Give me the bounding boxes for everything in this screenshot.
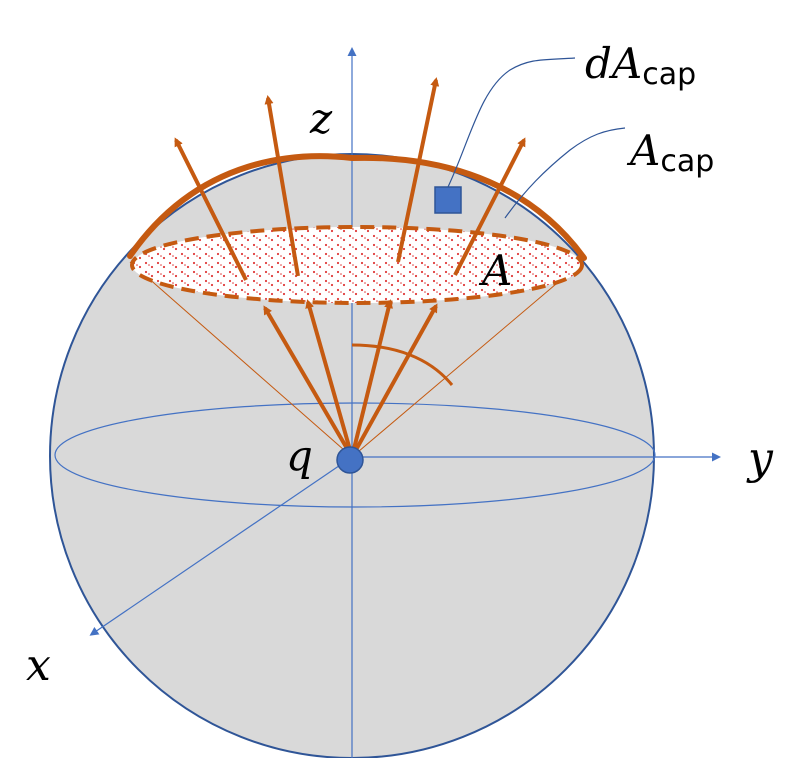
cone-line-right (351, 261, 583, 458)
leader-A-cap (504, 127, 626, 219)
cone-line-left (129, 261, 353, 458)
x-axis-label: x (26, 640, 51, 691)
charge-q-dot (336, 446, 364, 474)
z-axis-label: z (309, 94, 333, 143)
A-cap-label: Acap (626, 126, 714, 179)
y-axis-label: y (746, 433, 774, 484)
dA-cap-patch (434, 186, 462, 214)
x-axis (89, 456, 353, 636)
cap-arc (127, 153, 587, 261)
charge-q-label: q (286, 431, 313, 480)
dA-cap-label: dAcap (585, 39, 696, 92)
field-arrows-lower (263, 299, 438, 459)
leader-dA-cap (447, 57, 576, 188)
equator-ellipse (54, 402, 656, 508)
field-arrows-upper (174, 77, 526, 281)
disk-A-label: A (478, 246, 512, 295)
disk-A (130, 225, 584, 305)
